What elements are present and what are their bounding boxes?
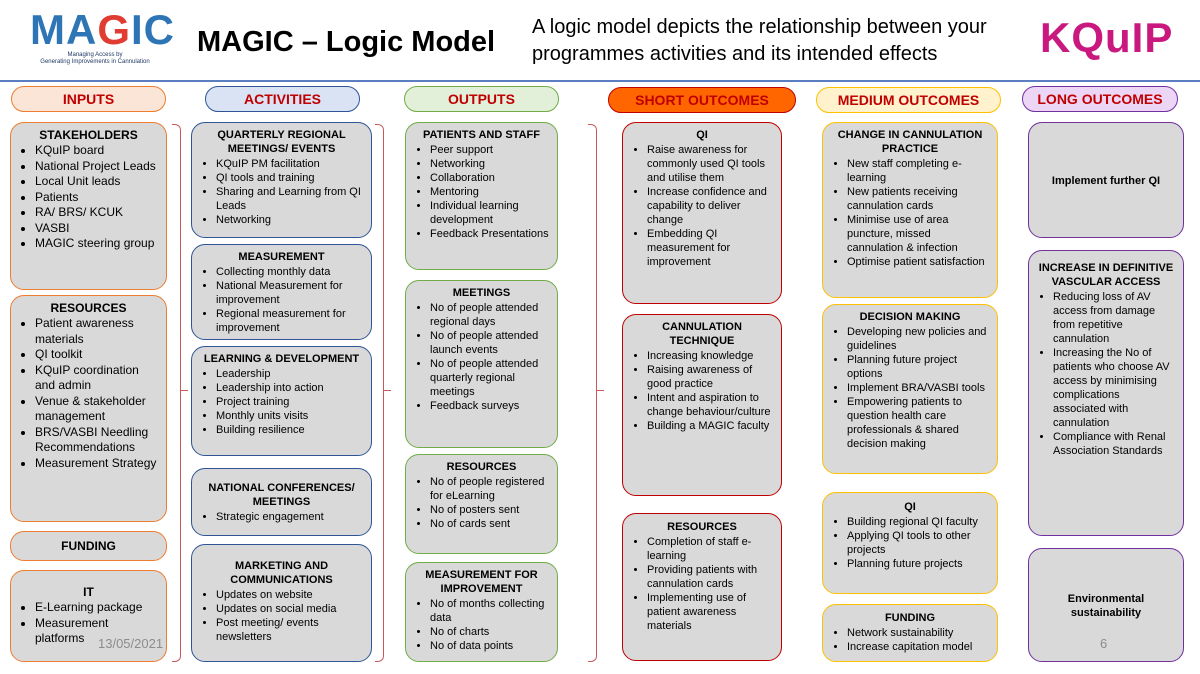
inputs-it: IT E-Learning package Measurement platfo… — [10, 570, 167, 662]
inputs-resources: RESOURCES Patient awareness materials QI… — [10, 295, 167, 522]
header-outputs: OUTPUTS — [404, 86, 559, 112]
bracket-activities — [375, 124, 384, 662]
inputs-funding: FUNDING — [10, 531, 167, 561]
magic-logo-tagline-2: Generating Improvements in Cannulation — [40, 59, 150, 65]
medium-qi: QI Building regional QI faculty Applying… — [822, 492, 998, 594]
short-cannulation: CANNULATION TECHNIQUE Increasing knowled… — [622, 314, 782, 496]
bracket-outputs — [588, 124, 597, 662]
long-implement-qi: Implement further QI — [1028, 122, 1184, 238]
activities-learning: LEARNING & DEVELOPMENT Leadership Leader… — [191, 346, 372, 456]
medium-funding: FUNDING Network sustainability Increase … — [822, 604, 998, 662]
header-long-outcomes: LONG OUTCOMES — [1022, 86, 1178, 112]
header-inputs: INPUTS — [11, 86, 166, 112]
activities-measurement: MEASUREMENT Collecting monthly data Nati… — [191, 244, 372, 340]
magic-logo-tagline-1: Managing Access by — [67, 52, 123, 58]
outputs-measurement: MEASUREMENT FOR IMPROVEMENT No of months… — [405, 562, 558, 662]
medium-decision-making: DECISION MAKING Developing new policies … — [822, 304, 998, 474]
outputs-patients-staff: PATIENTS AND STAFF Peer support Networki… — [405, 122, 558, 270]
activities-quarterly: QUARTERLY REGIONAL MEETINGS/ EVENTS KQuI… — [191, 122, 372, 238]
slide-date: 13/05/2021 — [98, 636, 164, 651]
header-activities: ACTIVITIES — [205, 86, 360, 112]
outputs-meetings: MEETINGS No of people attended regional … — [405, 280, 558, 448]
bracket-activities-tick — [384, 390, 391, 391]
short-resources: RESOURCES Completion of staff e-learning… — [622, 513, 782, 661]
kquip-logo: KQuIP — [1040, 14, 1174, 61]
bracket-inputs-tick — [181, 390, 188, 391]
bracket-outputs-tick — [597, 390, 604, 391]
magic-logo: MAGIC Managing Access by Generating Impr… — [30, 6, 175, 66]
bracket-inputs — [172, 124, 181, 662]
activities-national: NATIONAL CONFERENCES/ MEETINGS Strategic… — [191, 468, 372, 536]
page-title: MAGIC – Logic Model — [197, 26, 496, 58]
header-divider — [0, 80, 1200, 82]
long-environmental: Environmental sustainability — [1028, 548, 1184, 662]
short-qi: QI Raise awareness for commonly used QI … — [622, 122, 782, 304]
inputs-stakeholders: STAKEHOLDERS KQuIP board National Projec… — [10, 122, 167, 290]
header-short-outcomes: SHORT OUTCOMES — [608, 87, 796, 113]
outputs-resources: RESOURCES No of people registered for eL… — [405, 454, 558, 554]
page-description: A logic model depicts the relationship b… — [532, 16, 987, 65]
slide-number: 6 — [1100, 636, 1108, 651]
medium-change-practice: CHANGE IN CANNULATION PRACTICE New staff… — [822, 122, 998, 298]
header-medium-outcomes: MEDIUM OUTCOMES — [816, 87, 1001, 113]
activities-marketing: MARKETING AND COMMUNICATIONS Updates on … — [191, 544, 372, 662]
long-vascular-access: INCREASE IN DEFINITIVE VASCULAR ACCESS R… — [1028, 250, 1184, 536]
